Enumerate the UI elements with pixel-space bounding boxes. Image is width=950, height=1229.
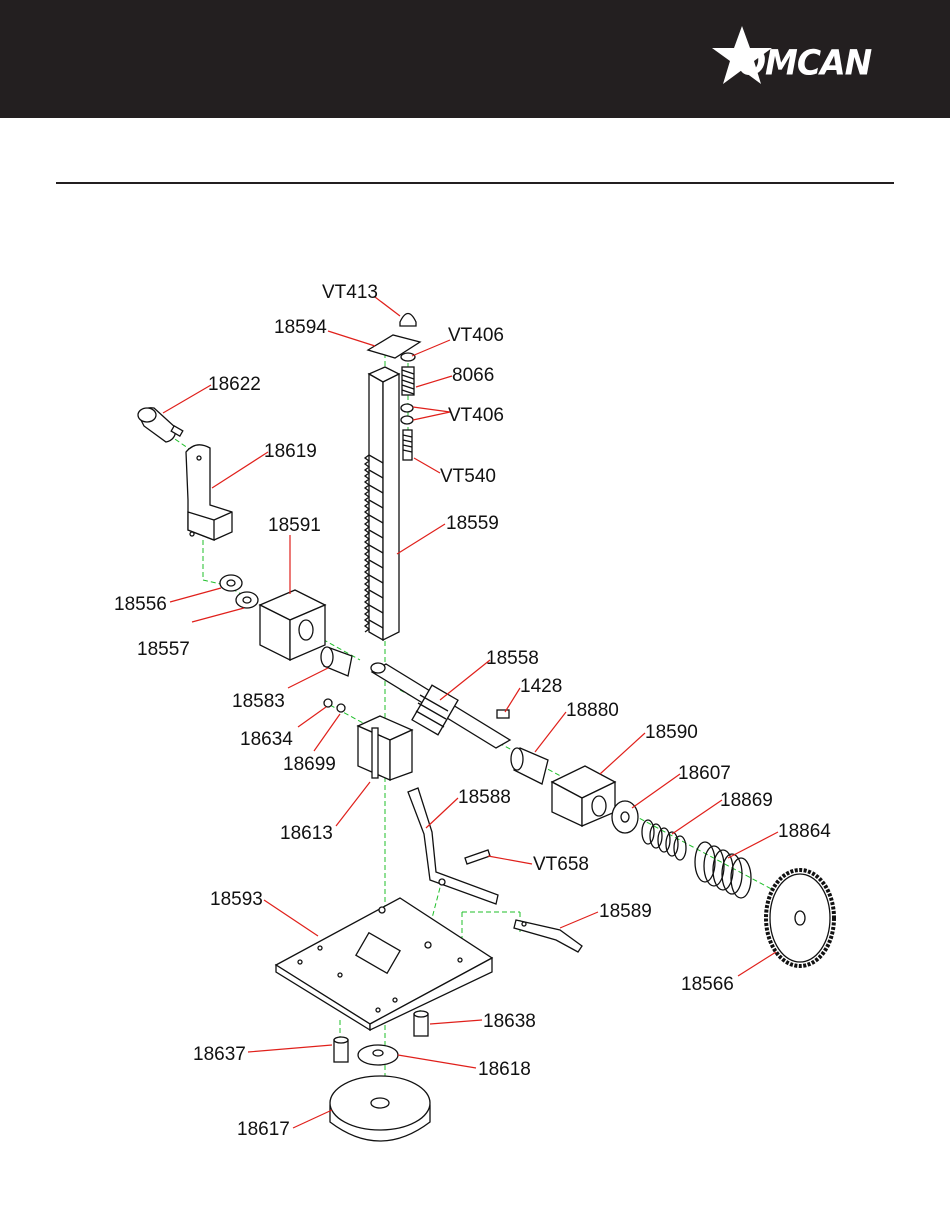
- washer-18618: [358, 1045, 398, 1065]
- washer-vt406-b: [401, 416, 413, 424]
- label-18617: 18617: [237, 1119, 290, 1140]
- label-18619: 18619: [264, 441, 317, 462]
- spring-18869: [642, 820, 686, 860]
- rack-18559: [365, 367, 399, 640]
- washer-18557: [236, 592, 258, 608]
- washer-18556: [220, 575, 242, 591]
- label-18607: 18607: [678, 763, 731, 784]
- label-18566: 18566: [681, 974, 734, 995]
- spring-8066: [402, 367, 414, 395]
- bushing-18880: [511, 748, 548, 784]
- label-18558: 18558: [486, 648, 539, 669]
- foot-18638: [414, 1011, 428, 1036]
- washer-vt406-a: [401, 404, 413, 412]
- label-18556: 18556: [114, 594, 167, 615]
- key-1428: [497, 710, 509, 718]
- label-18590: 18590: [645, 722, 698, 743]
- crank-18619: [186, 445, 232, 540]
- label-18637: 18637: [193, 1044, 246, 1065]
- label-vt540: VT540: [440, 466, 496, 487]
- foot-18637: [334, 1037, 348, 1062]
- label-18591: 18591: [268, 515, 321, 536]
- ball-18699: [337, 704, 345, 712]
- screw-vt540: [403, 430, 412, 460]
- knob-18622: [138, 408, 183, 442]
- label-18613: 18613: [280, 823, 333, 844]
- label-18557: 18557: [137, 639, 190, 660]
- block-18591: [260, 590, 325, 660]
- label-1428: 1428: [520, 676, 562, 697]
- label-18622: 18622: [208, 374, 261, 395]
- strip-18589: [514, 920, 582, 952]
- label-18638: 18638: [483, 1011, 536, 1032]
- cap-nut-vt413: [400, 314, 416, 327]
- setscrew-18634: [324, 699, 332, 707]
- block-18613: [358, 716, 412, 780]
- label-vt413: VT413: [322, 282, 378, 303]
- label-18864: 18864: [778, 821, 831, 842]
- label-18634: 18634: [240, 729, 293, 750]
- label-18880: 18880: [566, 700, 619, 721]
- bushing-18583: [321, 647, 352, 676]
- label-18699: 18699: [283, 754, 336, 775]
- label-vt658: VT658: [533, 854, 589, 875]
- part-labels: VT413 18594 VT406 8066 VT406 VT540 18622…: [114, 282, 831, 1140]
- label-vt406-top: VT406: [448, 325, 504, 346]
- label-18593: 18593: [210, 889, 263, 910]
- label-8066: 8066: [452, 365, 494, 386]
- assembly-axes: [162, 345, 820, 1110]
- label-18594: 18594: [274, 317, 327, 338]
- label-18583: 18583: [232, 691, 285, 712]
- baseplate-18593: [276, 898, 492, 1030]
- disc-18617: [330, 1076, 430, 1141]
- label-18869: 18869: [720, 790, 773, 811]
- block-18590: [552, 766, 615, 826]
- label-vt406-pair: VT406: [448, 405, 504, 426]
- pin-vt658: [465, 850, 490, 864]
- label-18559: 18559: [446, 513, 499, 534]
- washer-vt406-top: [401, 353, 415, 361]
- label-18589: 18589: [599, 901, 652, 922]
- label-18618: 18618: [478, 1059, 531, 1080]
- gear-18566: [766, 870, 834, 966]
- label-18588: 18588: [458, 787, 511, 808]
